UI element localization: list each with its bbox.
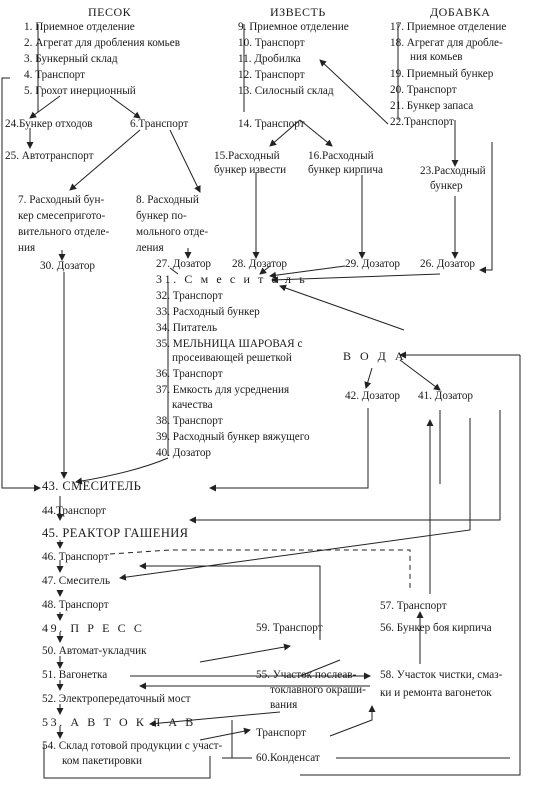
node-14: 14. Транспорт <box>238 118 305 130</box>
node-55-line1: 55. Участок послеав- <box>256 669 357 681</box>
node-27: 27. Дозатор <box>156 258 212 270</box>
node-56: 56. Бункер боя кирпича <box>380 622 492 634</box>
node-18-line1: 18. Агрегат для дробле- <box>390 37 503 49</box>
node-51: 51. Вагонетка <box>42 669 108 681</box>
node-23-line2: бункер <box>430 180 463 192</box>
node-10: 10. Транспорт <box>238 37 305 49</box>
node-44: 44.Транспорт <box>42 505 106 517</box>
node-2: 2. Агрегат для дробления комьев <box>24 37 181 49</box>
node-52: 52. Электропередаточный мост <box>42 693 191 705</box>
node-39: 39. Расходный бункер вяжущего <box>156 431 310 443</box>
node-54-line2: ком пакетировки <box>62 755 142 767</box>
node-23-line1: 23.Расходный <box>420 165 486 177</box>
node-59: 59. Транспорт <box>256 622 323 634</box>
node-33: 33. Расходный бункер <box>156 306 260 318</box>
node-24: 24.Бункер отходов <box>5 118 93 130</box>
node-7-line3: вительного отделе- <box>18 226 110 238</box>
node-7-line1: 7. Расходный бун- <box>18 194 105 206</box>
node-53: 53. А В Т О К Л А В <box>42 715 196 729</box>
node-60: 60.Конденсат <box>256 752 320 764</box>
node-16-line2: бункер кирпича <box>308 164 383 176</box>
node-58-line2: ки и ремонта вагонеток <box>380 687 492 699</box>
node-58-line1: 58. Участок чистки, смаз- <box>380 669 503 681</box>
node-15-line2: бункер извести <box>214 164 287 176</box>
node-28: 28. Дозатор <box>232 258 288 270</box>
header-additive: ДОБАВКА <box>430 5 491 19</box>
header-lime: ИЗВЕСТЬ <box>270 5 326 19</box>
node-15-line1: 15.Расходный <box>214 150 280 162</box>
node-40: 40. Дозатор <box>156 447 212 459</box>
node-49: 49. П Р Е С С <box>42 621 145 635</box>
node-3: 3. Бункерный склад <box>24 53 118 65</box>
node-38: 38. Транспорт <box>156 415 223 427</box>
node-7-line4: ния <box>18 242 36 254</box>
node-35-line2: просеивающей решеткой <box>172 352 292 364</box>
node-20: 20. Транспорт <box>390 84 457 96</box>
node-21: 21. Бункер запаса <box>390 100 474 112</box>
node-17: 17. Приемное отделение <box>390 21 507 33</box>
node-4: 4. Транспорт <box>24 69 86 81</box>
node-18-line2: ния комьев <box>410 51 463 63</box>
node-41: 41. Дозатор <box>418 390 474 402</box>
node-22: 22.Транспорт <box>390 116 454 128</box>
node-46: 46. Транспорт <box>42 551 109 563</box>
water-label: В О Д А <box>343 349 407 363</box>
node-8-line3: мольного отде- <box>136 226 209 238</box>
header-sand: ПЕСОК <box>88 5 132 19</box>
node-19: 19. Приемный бункер <box>390 68 494 80</box>
node-8-line1: 8. Расходный <box>136 194 199 206</box>
node-36: 36. Транспорт <box>156 368 223 380</box>
node-12: 12. Транспорт <box>238 69 305 81</box>
node-16-line1: 16.Расходный <box>308 150 374 162</box>
node-7-line2: кер смесепригото- <box>18 210 106 222</box>
node-32: 32. Транспорт <box>156 290 223 302</box>
node-13: 13. Силосный склад <box>238 85 334 97</box>
node-37-line2: качества <box>172 399 213 411</box>
node-8-line2: бункер по- <box>136 210 187 222</box>
node-55-line2: токлавного окраши- <box>270 684 366 696</box>
node-26: 26. Дозатор <box>420 258 476 270</box>
node-30: 30. Дозатор <box>40 260 96 272</box>
node-1: 1. Приемное отделение <box>24 21 135 33</box>
node-47: 47. Смеситель <box>42 575 111 587</box>
node-29: 29. Дозатор <box>345 258 401 270</box>
node-6: 6.Транспорт <box>130 118 189 130</box>
node-50: 50. Автомат-укладчик <box>42 645 147 657</box>
node-34: 34. Питатель <box>156 322 218 334</box>
node-9: 9. Приемное отделение <box>238 21 349 33</box>
node-25: 25. Автотранспорт <box>5 150 94 162</box>
node-31: 31. С м е с и т е л ь <box>156 272 308 286</box>
node-35-line1: 35. МЕЛЬНИЦА ШАРОВАЯ с <box>156 338 303 350</box>
transport-label: Транспорт <box>256 727 306 739</box>
node-5: 5. Грохот инерционный <box>24 85 136 97</box>
node-57: 57. Транспорт <box>380 600 447 612</box>
node-11: 11. Дробилка <box>238 53 301 65</box>
node-42: 42. Дозатор <box>345 390 401 402</box>
node-43: 43. СМЕСИТЕЛЬ <box>42 479 142 493</box>
node-48: 48. Транспорт <box>42 599 109 611</box>
node-37-line1: 37. Емкость для усреднения <box>156 384 290 396</box>
node-45: 45. РЕАКТОР ГАШЕНИЯ <box>42 526 189 540</box>
node-8-line4: ления <box>136 242 164 254</box>
node-54-line1: 54. Склад готовой продукции с участ- <box>42 740 223 752</box>
node-55-line3: вания <box>270 699 298 711</box>
